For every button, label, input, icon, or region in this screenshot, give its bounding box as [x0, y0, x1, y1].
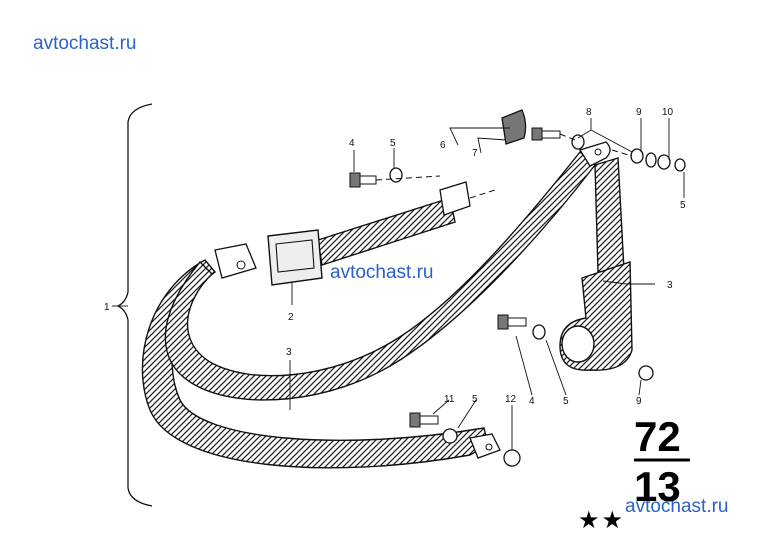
callout-2: 2	[288, 312, 294, 323]
callout-5-top: 5	[390, 138, 396, 149]
assembly-bracket	[116, 103, 153, 507]
bolt-4-top	[349, 172, 377, 188]
callout-1: 1	[104, 302, 110, 313]
callout-3-left: 3	[286, 347, 292, 358]
group-code-bottom: 13	[634, 463, 681, 510]
callout-6: 6	[440, 140, 446, 151]
callout-8: 8	[586, 107, 592, 118]
callout-4-top: 4	[349, 138, 355, 149]
assembly-lines	[375, 133, 633, 199]
callout-12: 12	[505, 394, 517, 405]
buckle	[267, 229, 323, 286]
callout-10: 10	[662, 107, 674, 118]
callout-9-top: 9	[636, 107, 642, 118]
group-code-top: 72	[634, 413, 681, 460]
bolt-7	[531, 127, 561, 141]
retractor-housing	[559, 261, 633, 371]
callout-3-right: 3	[667, 280, 673, 291]
leader-lines	[112, 118, 685, 450]
callout-9-right: 9	[636, 396, 642, 407]
watermark-top-left: avtochast.ru	[33, 33, 137, 54]
callout-5-right: 5	[680, 200, 686, 211]
callout-7: 7	[472, 148, 478, 159]
washers	[389, 134, 686, 467]
bolt-11	[409, 412, 439, 428]
rating-stars: ★★	[578, 506, 626, 534]
bolt-4-mid	[497, 314, 527, 330]
callout-5-mid: 5	[563, 396, 569, 407]
upper-anchor-plate	[579, 141, 611, 167]
top-anchor-bracket	[501, 109, 527, 145]
callout-4-mid: 4	[529, 396, 535, 407]
callout-11: 11	[444, 394, 455, 405]
retractor-strap	[594, 157, 625, 273]
buckle-strap	[317, 181, 471, 266]
callout-5-bottom: 5	[472, 394, 478, 405]
watermark-bottom-right: avtochast.ru	[625, 496, 729, 517]
watermark-center: avtochast.ru	[330, 262, 434, 283]
lower-right-anchor-plate	[469, 433, 501, 459]
callout-labels: 1 2 3 3 4 5 6 7 8 9 10 5 4 5 9 11 5 12	[104, 107, 686, 407]
lower-left-anchor-plate	[214, 243, 257, 279]
